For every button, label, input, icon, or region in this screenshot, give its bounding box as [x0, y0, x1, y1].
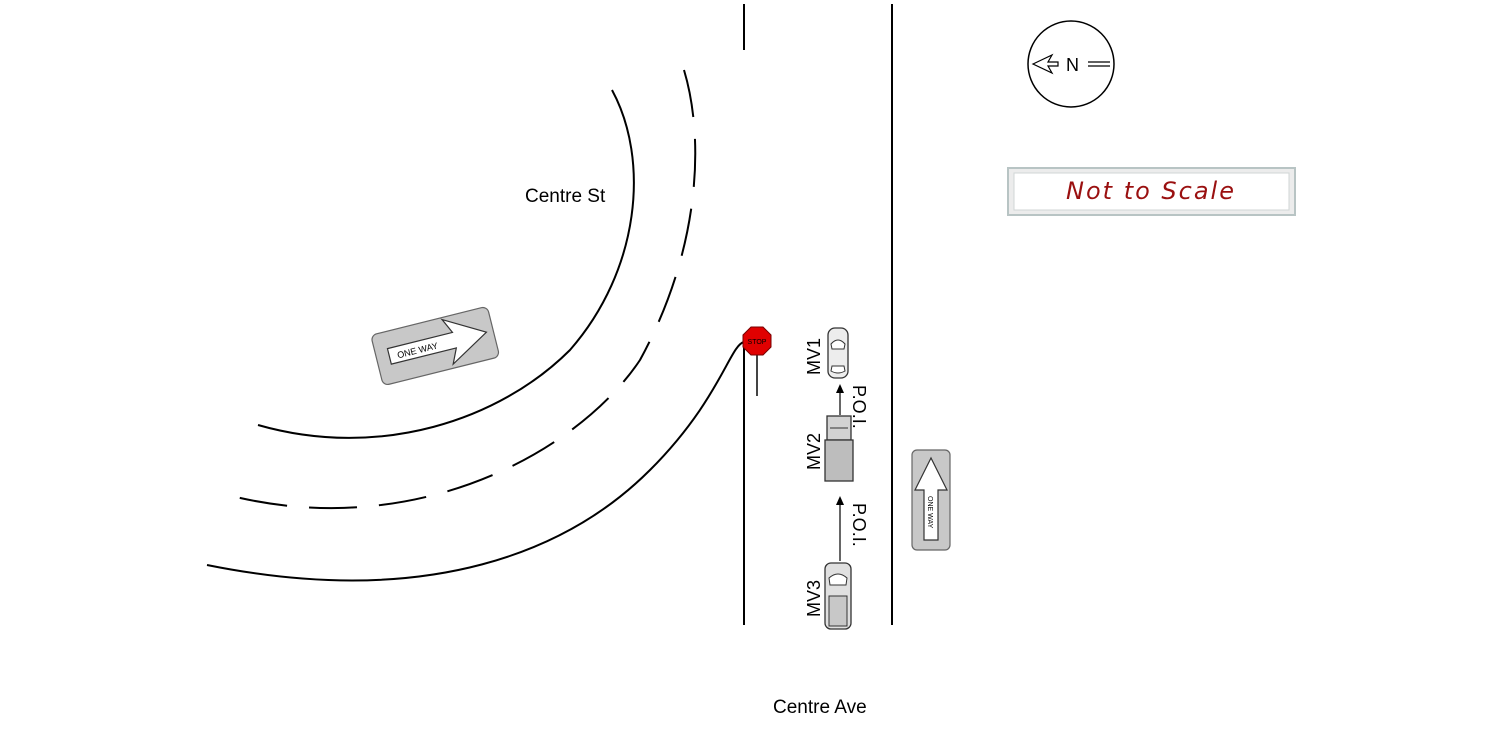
poi-label-1: P.O.I. [849, 385, 869, 429]
centre-st-center-line [235, 69, 697, 510]
mv3-windshield [828, 573, 848, 586]
mv1-windshield [830, 339, 846, 350]
mv2-box [824, 439, 854, 482]
mv3-bed [828, 595, 848, 627]
vehicle-mv3: MV3 [804, 562, 852, 630]
centre-st-inner-edge [257, 89, 635, 439]
centre-st-outer-edge [206, 341, 745, 582]
mv1-label: MV1 [804, 338, 824, 375]
mv3-label: MV3 [804, 580, 824, 617]
vehicle-mv1: MV1 [804, 327, 849, 379]
motion-arrow-mv3-head [836, 496, 844, 505]
one-way-arrow-icon [386, 318, 488, 366]
motion-arrow-mv3 [836, 496, 844, 561]
one-way-sign-centre-st: ONE WAY [371, 306, 500, 386]
motion-arrow-mv2-head [836, 384, 844, 393]
centre-ave-label: Centre Ave [773, 697, 867, 718]
mv1-rear-window [830, 365, 846, 374]
mv2-label: MV2 [804, 433, 824, 470]
poi-label-2: P.O.I. [849, 503, 869, 547]
north-arrow-circle [1027, 20, 1115, 108]
centre-st-label: Centre St [525, 186, 606, 207]
one-way-ave-text: ONE WAY [926, 496, 933, 529]
one-way-ave-arrow-icon [914, 456, 948, 541]
not-to-scale-banner: Not to Scale [1007, 167, 1296, 216]
north-arrow: N [1027, 20, 1115, 108]
north-arrow-icon [1031, 53, 1059, 75]
stop-sign-text: STOP [748, 339, 767, 346]
one-way-sign-centre-ave: ONE WAY [911, 449, 951, 551]
north-arrow-label: N [1066, 55, 1079, 75]
stop-sign: STOP [742, 326, 772, 396]
motion-arrow-mv2 [836, 384, 844, 415]
not-to-scale-text: Not to Scale [1066, 177, 1236, 205]
not-to-scale-inner [1013, 172, 1290, 211]
vehicle-mv2: MV2 [804, 415, 854, 482]
stop-sign-octagon [742, 326, 772, 356]
